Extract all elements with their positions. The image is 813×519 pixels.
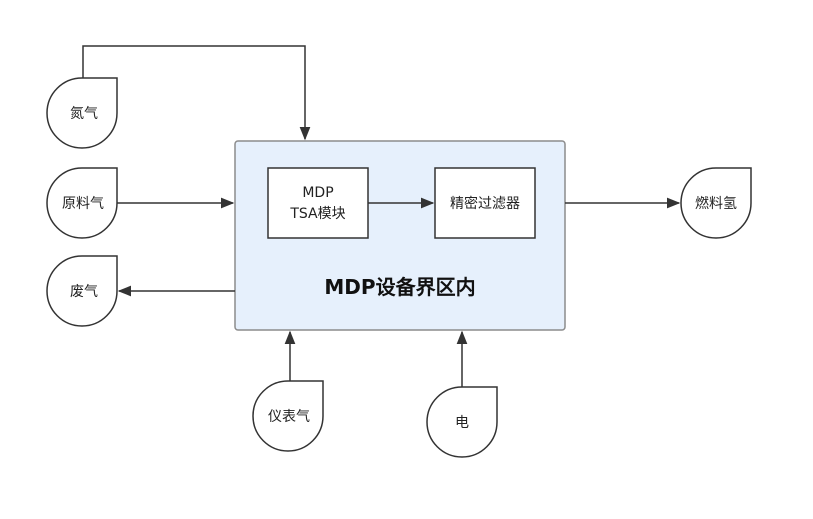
feed-gas-stream-shape	[46, 167, 118, 239]
waste-gas-label: 废气	[70, 284, 98, 300]
nitrogen-label: 氮气	[70, 106, 98, 122]
instrument-air-stream-shape	[252, 380, 324, 452]
fuel-hydrogen-label: 燃料氢	[695, 195, 737, 212]
tsa-module-box	[267, 167, 369, 239]
nitrogen-stream-shape	[46, 77, 118, 149]
tsa-module-label-line1: MDP	[302, 185, 333, 201]
boundary-title: MDP设备界区内	[324, 275, 475, 299]
instrument-air-label: 仪表气	[268, 409, 310, 425]
waste-gas-stream-shape	[46, 255, 118, 327]
fuel-hydrogen-stream-shape	[680, 167, 752, 239]
precision-filter-box	[434, 167, 536, 239]
precision-filter-label: 精密过滤器	[450, 195, 520, 212]
tsa-module-label-line2: TSA模块	[289, 206, 345, 222]
feed-gas-label: 原料气	[62, 196, 104, 212]
electricity-label: 电	[455, 415, 469, 431]
electricity-stream-shape	[426, 386, 498, 458]
nitrogen-to-boundary-arrow	[82, 45, 311, 141]
